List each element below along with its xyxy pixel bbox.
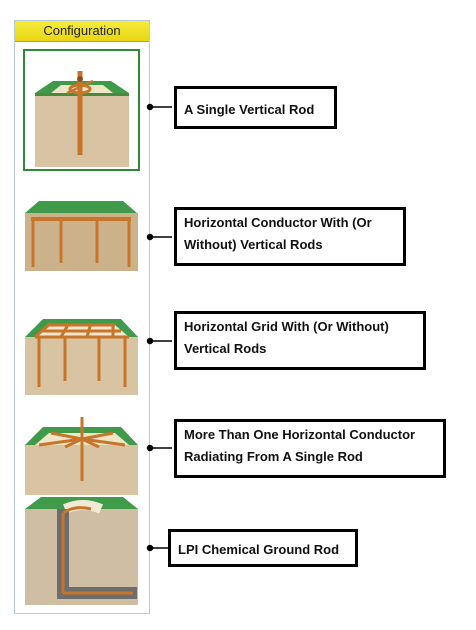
label-single-vertical-rod: A Single Vertical Rod	[174, 86, 337, 129]
chemical-ground-rod-illustration	[25, 497, 138, 605]
single-vertical-rod-illustration	[35, 71, 129, 167]
config-tile-radiating-conductors[interactable]	[25, 411, 138, 499]
config-tile-horizontal-conductor[interactable]	[25, 195, 138, 271]
config-tile-horizontal-grid[interactable]	[25, 307, 138, 395]
panel-title: Configuration	[15, 21, 149, 42]
radiating-conductors-illustration	[25, 417, 138, 499]
label-horizontal-conductor: Horizontal Conductor With (Or Without) V…	[174, 207, 406, 266]
label-radiating-conductors: More Than One Horizontal Conductor Radia…	[174, 419, 446, 478]
config-tile-single-vertical-rod[interactable]	[23, 49, 140, 171]
configuration-panel: Configuration	[14, 20, 150, 614]
label-horizontal-grid: Horizontal Grid With (Or Without) Vertic…	[174, 311, 426, 370]
label-lpi-chemical-ground-rod: LPI Chemical Ground Rod	[168, 529, 358, 567]
horizontal-grid-illustration	[25, 319, 138, 395]
horizontal-conductor-illustration	[25, 201, 138, 271]
config-tile-lpi-chemical-ground-rod[interactable]	[25, 495, 138, 605]
